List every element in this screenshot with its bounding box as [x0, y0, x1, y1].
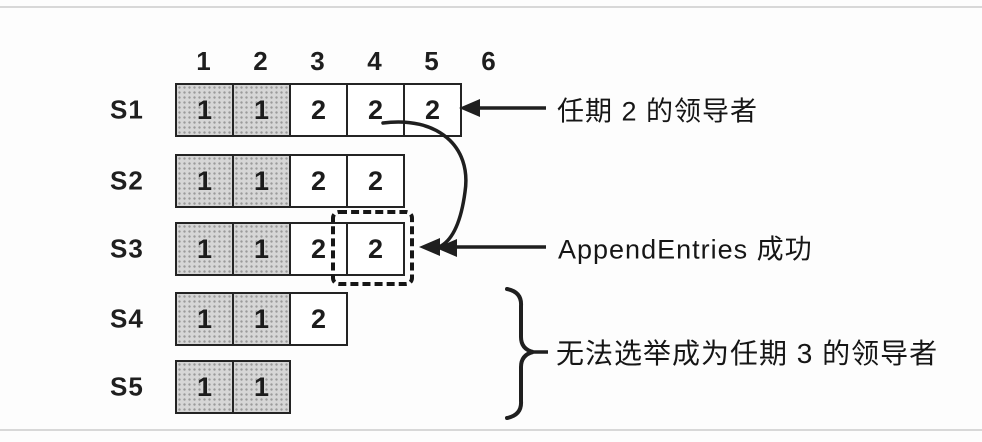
- log-index-label: 3: [310, 46, 325, 76]
- annotation-term2-leader: 任期 2 的领导者: [557, 96, 759, 127]
- highlight-dashed-box: [331, 210, 414, 286]
- log-index-label: 4: [367, 46, 382, 76]
- log-index-header-row: 1 2 3 4 5 6: [175, 46, 517, 77]
- log-entry-cell: 1: [175, 222, 234, 276]
- server-label: S4: [110, 303, 144, 334]
- log-entry-cell: 2: [289, 83, 348, 137]
- log-entry-cell: 1: [232, 222, 291, 276]
- log-entry-cell: 1: [232, 360, 291, 414]
- scan-artifact-line-bottom: [0, 429, 982, 431]
- log-index-label: 5: [424, 46, 439, 76]
- server-label: S3: [110, 233, 144, 264]
- log-entry-cell: 1: [232, 292, 291, 346]
- server-label: S1: [110, 94, 144, 125]
- log-entry-cell: 1: [232, 154, 291, 208]
- scan-artifact-line-top: [0, 6, 982, 8]
- server-label: S5: [110, 371, 144, 402]
- log-entry-cell: 1: [175, 154, 234, 208]
- log-entry-cell: 1: [232, 83, 291, 137]
- annotation-cannot-be-elected: 无法选举成为任期 3 的领导者: [556, 338, 939, 369]
- log-index-label: 2: [253, 46, 268, 76]
- log-entry-cell: 2: [346, 154, 405, 208]
- server-label: S2: [110, 165, 144, 196]
- log-index-label: 1: [196, 46, 211, 76]
- log-entry-cell: 1: [175, 360, 234, 414]
- log-entry-cell: 2: [289, 154, 348, 208]
- log-entry-cell: 1: [175, 83, 234, 137]
- log-entry-cell: 2: [289, 292, 348, 346]
- log-entry-cell: 2: [289, 222, 348, 276]
- log-entry-cell: 2: [346, 83, 405, 137]
- log-index-label: 6: [481, 46, 496, 76]
- log-entry-cell: 2: [403, 83, 462, 137]
- annotation-append-entries-success: AppendEntries 成功: [558, 234, 813, 265]
- log-entry-cell: 1: [175, 292, 234, 346]
